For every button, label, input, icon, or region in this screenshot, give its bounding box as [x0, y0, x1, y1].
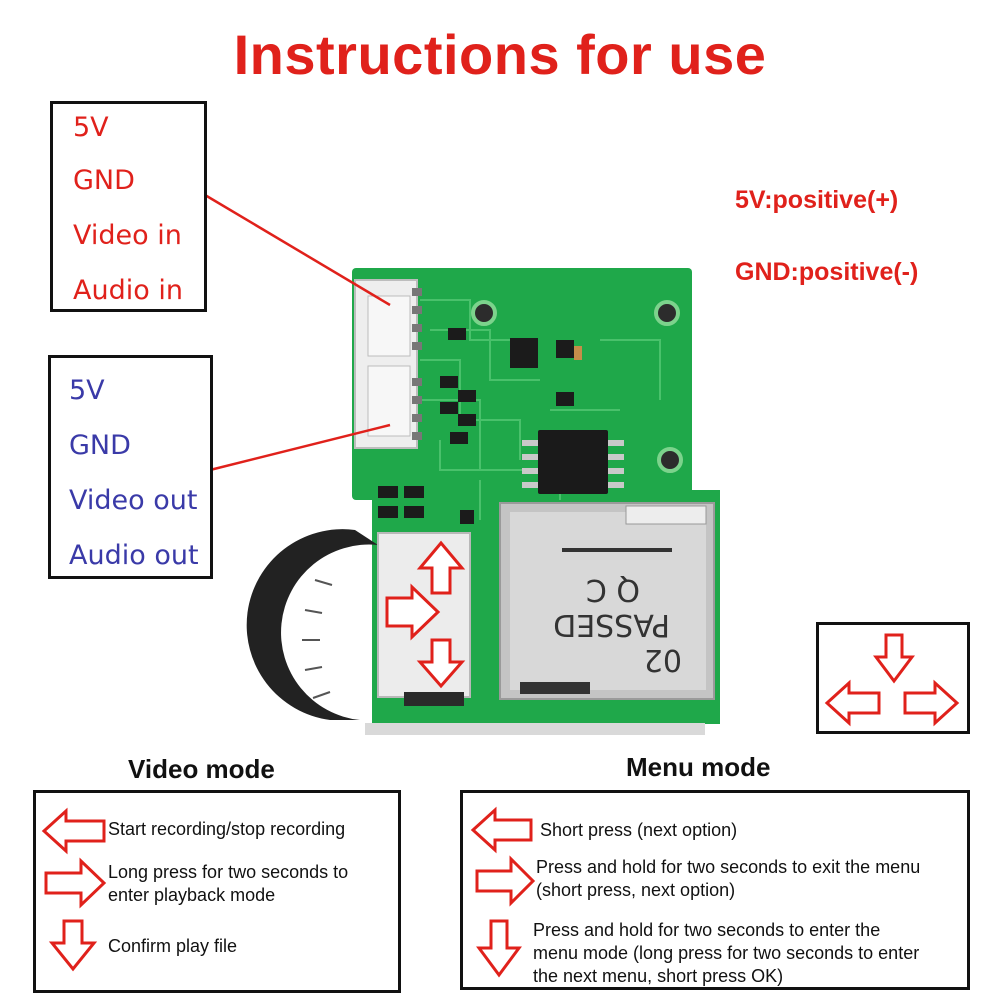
output-connector-line	[209, 423, 391, 472]
video-mode-title: Video mode	[128, 754, 275, 784]
right-arrow-icon	[903, 679, 960, 727]
sd-card-text-2: PASSED	[553, 607, 670, 642]
input-pin-box: 5V GND Video in Audio in	[50, 101, 207, 312]
down-arrow-icon	[476, 919, 522, 978]
video-mode-item-1: Start recording/stop recording	[108, 819, 346, 839]
page-title: Instructions for use	[233, 23, 767, 86]
menu-mode-item-1: Short press (next option)	[540, 820, 738, 840]
left-arrow-icon	[824, 679, 881, 727]
menu-mode-title: Menu mode	[626, 752, 771, 782]
menu-mode-box: Short press (next option) Press and hold…	[460, 790, 970, 990]
input-pin-gnd: GND	[73, 165, 135, 196]
note-5v: 5V:positive(+)	[735, 186, 899, 214]
video-mode-item-3: Confirm play file	[108, 936, 238, 956]
input-pin-5v: 5V	[73, 112, 109, 143]
output-pin-gnd: GND	[69, 430, 131, 461]
sd-card-text-1: 02	[644, 642, 682, 677]
arrow-legend-box	[816, 622, 970, 734]
board-arrows	[385, 540, 466, 689]
down-arrow-icon	[48, 919, 98, 972]
menu-mode-item-3: Press and hold for two seconds to enter …	[533, 920, 920, 986]
output-pin-5v: 5V	[69, 375, 105, 406]
input-pin-audio: Audio in	[73, 275, 183, 306]
right-arrow-icon	[475, 855, 536, 907]
output-pin-video: Video out	[69, 485, 198, 516]
input-pin-video: Video in	[73, 220, 182, 251]
note-gnd: GND:positive(-)	[735, 258, 919, 286]
output-pin-audio: Audio out	[69, 540, 199, 571]
video-mode-box: Start recording/stop recording Long pres…	[33, 790, 401, 993]
input-connector-line	[204, 193, 391, 307]
menu-mode-item-2: Press and hold for two seconds to exit t…	[536, 857, 921, 900]
video-mode-item-2: Long press for two seconds to enter play…	[108, 862, 349, 905]
down-arrow-icon	[873, 633, 915, 684]
output-pin-box: 5V GND Video out Audio out	[48, 355, 213, 579]
left-arrow-icon	[470, 806, 533, 854]
sd-card-text-3: Q C	[586, 572, 640, 607]
left-arrow-icon	[41, 807, 106, 855]
right-arrow-icon	[44, 857, 107, 909]
